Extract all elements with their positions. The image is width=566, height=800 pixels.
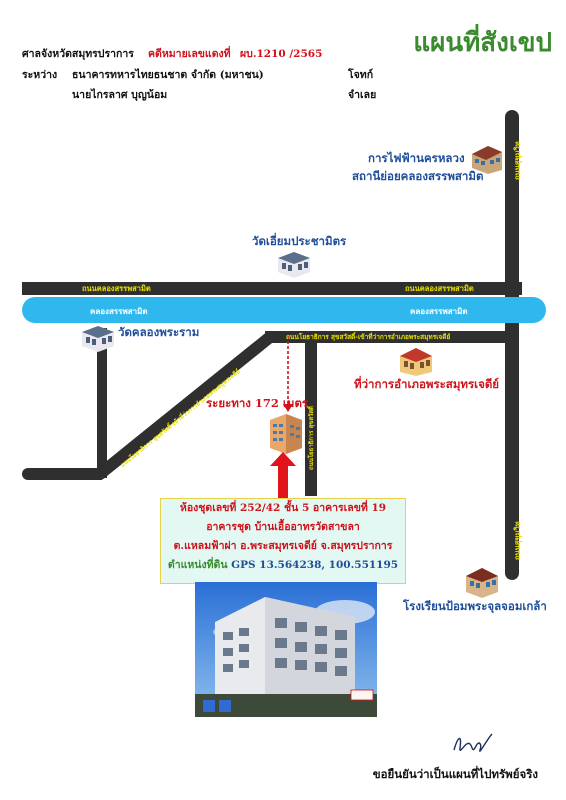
condo-building-icon (270, 414, 302, 454)
case-label: คดีหมายเลขแดงที่ (148, 48, 231, 60)
canal-label-left: คลองสรรพสามิต (90, 307, 148, 316)
road-district-diagonal (94, 331, 276, 480)
district-office-building-icon (400, 348, 432, 376)
gps-row: ตำแหน่งที่ดิน GPS 13.564238, 100.551195 (161, 556, 405, 575)
property-photo (195, 582, 377, 717)
road-sukhumvit (505, 110, 519, 580)
pea-building-icon (472, 146, 502, 174)
defendant-name: นายไกรลาศ บุญน้อม (72, 89, 168, 101)
signature-mark (453, 733, 493, 752)
defendant-role: จำเลย (348, 89, 377, 101)
school-building-icon (466, 568, 498, 598)
wat-iam-label: วัดเอี่ยมประชามิตร (252, 234, 347, 248)
wat-khlong-label: วัดคลองพระราม (118, 325, 200, 339)
case-number: ผบ.1210 /2565 (240, 48, 323, 60)
road-khlong-sapphasamit (22, 282, 522, 295)
road-label-sukhumvit-top: ถนนสุขุมวิท (513, 141, 522, 180)
gps-value: GPS 13.564238, 100.551195 (231, 559, 399, 571)
road-vertical-left (97, 328, 107, 478)
road-bottom-left (22, 468, 102, 480)
property-info-box: ห้องชุดเลขที่ 252/42 ชั้น 5 อาคารเลขที่ … (160, 498, 406, 584)
court-label: ศาลจังหวัดสมุทรปราการ (22, 48, 134, 60)
district-office-label: ที่ว่าการอำเภอพระสมุทรเจดีย์ (354, 377, 500, 391)
gps-label: ตำแหน่งที่ดิน (167, 559, 228, 571)
road-vertical-mid (305, 336, 317, 496)
pea-label-line2: สถานีย่อยคลองสรรพสามิต (352, 169, 484, 183)
pea-label-line1: การไฟฟ้านครหลวง (368, 151, 465, 165)
canal-khlong-sapphasamit (22, 297, 546, 323)
road-label-district-top: ถนนโยธาธิการ สุขสวัสดิ์-เข้าที่ว่าการอำเ… (286, 333, 451, 341)
wat-khlong-building-icon (82, 326, 114, 352)
property-line2: อาคารชุด บ้านเอื้ออาทรวัดสาขลา (206, 521, 360, 533)
property-photo-drawing (195, 582, 377, 717)
road-label-khlong-left: ถนนคลองสรรพสามิต (82, 284, 151, 293)
map-title: แผนที่สังเขป (413, 28, 552, 58)
distance-label: ระยะทาง 172 เมตร (206, 396, 309, 410)
between-label: ระหว่าง (22, 69, 58, 81)
location-arrow-icon (270, 452, 296, 500)
property-line3: ต.แหลมฟ้าผ่า อ.พระสมุทรเจดีย์ จ.สมุทรปรา… (173, 540, 393, 552)
plaintiff-role: โจทก์ (348, 69, 374, 81)
certification-text: ขอยืนยันว่าเป็นแผนที่ไปทรัพย์จริง (372, 767, 538, 781)
road-label-sukhumvit-bottom: ถนนสุขุมวิท (513, 521, 522, 560)
property-line1: ห้องชุดเลขที่ 252/42 ชั้น 5 อาคารเลขที่ … (179, 502, 387, 514)
wat-iam-building-icon (278, 252, 310, 278)
road-label-vertical-mid: ถนนโยธาธิการ สุขสวัสดิ์ (308, 406, 315, 470)
school-label: โรงเรียนป้อมพระจุลจอมเกล้า (403, 599, 547, 613)
canal-label-right: คลองสรรพสามิต (410, 307, 468, 316)
plaintiff-name: ธนาคารทหารไทยธนชาต จำกัด (มหาชน) (72, 69, 264, 81)
road-district-top (265, 331, 515, 343)
road-label-khlong-right: ถนนคลองสรรพสามิต (405, 284, 474, 293)
distance-arrow-head (283, 404, 293, 412)
